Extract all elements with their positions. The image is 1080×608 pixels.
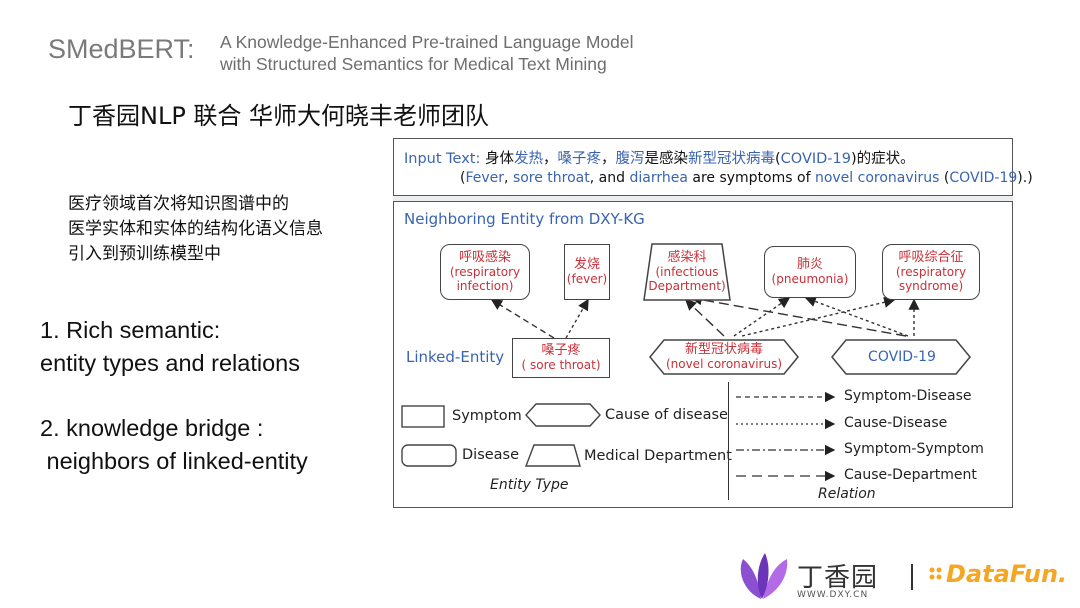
- node-covid-19: COVID-19: [840, 342, 964, 372]
- node-en: (respiratory: [895, 265, 967, 279]
- node-pneumonia: 肺炎 (pneumonia): [764, 246, 856, 298]
- point-rich-semantic: 1. Rich semantic: entity types and relat…: [40, 314, 300, 380]
- legend-disease: Disease: [462, 447, 520, 463]
- dxy-url: WWW.DXY.CN: [797, 590, 869, 600]
- point-line: 1. Rich semantic:: [40, 317, 221, 343]
- description-line: 引入到预训练模型中: [68, 244, 221, 264]
- node-cn: 感染科: [667, 250, 707, 265]
- node-en: infection): [456, 279, 514, 293]
- relation-symptom-symptom: Symptom-Symptom: [844, 441, 984, 457]
- node-cn: 呼吸综合征: [898, 250, 964, 265]
- node-cn: 肺炎: [796, 257, 823, 272]
- node-infectious-department: 感染科 (infectious Department): [648, 246, 726, 298]
- point-line: entity types and relations: [40, 350, 300, 376]
- neighbor-title: Neighboring Entity from DXY-KG: [404, 210, 645, 228]
- input-label: Input Text:: [404, 151, 481, 167]
- node-sore-throat: 嗓子疼 ( sore throat): [512, 338, 610, 378]
- dxy-flower-icon: [740, 553, 788, 599]
- text-span: ).): [1017, 170, 1033, 186]
- node-cn: 嗓子疼: [541, 343, 581, 358]
- subtitle-line-2: with Structured Semantics for Medical Te…: [220, 54, 607, 74]
- entity-diarrhea-en: diarrhea: [629, 170, 688, 186]
- text-span: are symptoms of: [687, 170, 815, 186]
- datafun-dots-icon: [929, 567, 942, 580]
- entity-covid-cn: 新型冠状病毒: [687, 151, 775, 167]
- entity-covid: COVID-19: [780, 151, 851, 167]
- entity-type-caption: Entity Type: [490, 477, 569, 493]
- dxy-name: 丁香园: [797, 563, 879, 593]
- input-text-cn: Input Text: 身体发热，嗓子疼，腹泻是感染新型冠状病毒(COVID-1…: [404, 147, 915, 168]
- node-cn: 发烧: [573, 257, 600, 272]
- node-cn: 新型冠状病毒: [684, 342, 763, 357]
- legend-divider: [728, 382, 729, 500]
- point-line: neighbors of linked-entity: [40, 448, 308, 474]
- datafun-name: DataFun.: [946, 560, 1068, 588]
- text-span: (: [460, 170, 466, 186]
- entity-covid-en: COVID-19: [949, 170, 1018, 186]
- input-text-box: Input Text: 身体发热，嗓子疼，腹泻是感染新型冠状病毒(COVID-1…: [393, 138, 1033, 196]
- description-line: 医学实体和实体的结构化语义信息: [68, 219, 323, 239]
- subtitle-line-1: A Knowledge-Enhanced Pre-trained Languag…: [220, 32, 634, 52]
- text-span: ，: [600, 151, 616, 167]
- logo-separator: [911, 564, 913, 590]
- point-knowledge-bridge: 2. knowledge bridge : neighbors of linke…: [40, 412, 308, 478]
- title-main: SMedBERT:: [48, 34, 195, 64]
- node-en: (fever): [566, 272, 608, 286]
- legend-cause: Cause of disease: [605, 407, 728, 423]
- text-span: 是感染: [644, 151, 688, 167]
- node-cn: COVID-19: [868, 349, 936, 365]
- legend-symptom: Symptom: [452, 408, 522, 424]
- entity-throat: 嗓子疼: [557, 151, 601, 167]
- text-span: 身体: [484, 151, 514, 167]
- node-en: syndrome): [898, 279, 964, 293]
- entity-fever-en: Fever: [465, 170, 505, 186]
- smedbert-figure: Input Text: 身体发热，嗓子疼，腹泻是感染新型冠状病毒(COVID-1…: [393, 138, 1033, 508]
- entity-novel-en: novel coronavirus: [814, 170, 940, 186]
- node-en: (novel coronavirus): [665, 357, 783, 371]
- entity-diarrhea: 腹泻: [615, 151, 645, 167]
- text-span: )的症状。: [850, 151, 915, 167]
- node-fever: 发烧 (fever): [564, 244, 610, 300]
- legend-department: Medical Department: [584, 448, 732, 464]
- relation-lines: [401, 243, 971, 482]
- node-cn: 呼吸感染: [458, 250, 511, 265]
- node-respiratory-infection: 呼吸感染 (respiratory infection): [440, 244, 530, 300]
- node-en: ( sore throat): [521, 358, 601, 372]
- node-novel-coronavirus: 新型冠状病毒 (novel coronavirus): [656, 342, 792, 372]
- relation-symptom-disease: Symptom-Disease: [844, 388, 972, 404]
- node-respiratory-syndrome: 呼吸综合征 (respiratory syndrome): [882, 244, 980, 300]
- description-line: 医疗领域首次将知识图谱中的: [68, 194, 289, 214]
- node-en: (respiratory: [449, 265, 521, 279]
- text-span: ，: [542, 151, 558, 167]
- node-en: (infectious: [655, 265, 719, 279]
- text-span: (: [774, 151, 781, 167]
- relation-cause-department: Cause-Department: [844, 467, 977, 483]
- linked-entity-label: Linked-Entity: [406, 348, 505, 366]
- neighboring-entity-box: Neighboring Entity from DXY-KG: [393, 201, 1013, 508]
- team-credit: 丁香园NLP 联合 华师大何晓丰老师团队: [68, 102, 490, 130]
- node-en: (pneumonia): [771, 272, 849, 286]
- point-line: 2. knowledge bridge :: [40, 415, 264, 441]
- entity-fever: 发热: [513, 151, 543, 167]
- text-span: ,: [504, 170, 513, 186]
- entity-throat-en: sore throat: [512, 170, 590, 186]
- relation-caption: Relation: [818, 486, 876, 502]
- text-span: , and: [589, 170, 630, 186]
- input-text-en: (Fever, sore throat, and diarrhea are sy…: [460, 170, 1033, 186]
- description: 医疗领域首次将知识图谱中的 医学实体和实体的结构化语义信息 引入到预训练模型中: [68, 192, 323, 267]
- node-en: Department): [648, 279, 726, 293]
- text-span: (: [939, 170, 950, 186]
- relation-cause-disease: Cause-Disease: [844, 415, 948, 431]
- title-subtitle: A Knowledge-Enhanced Pre-trained Languag…: [220, 31, 634, 75]
